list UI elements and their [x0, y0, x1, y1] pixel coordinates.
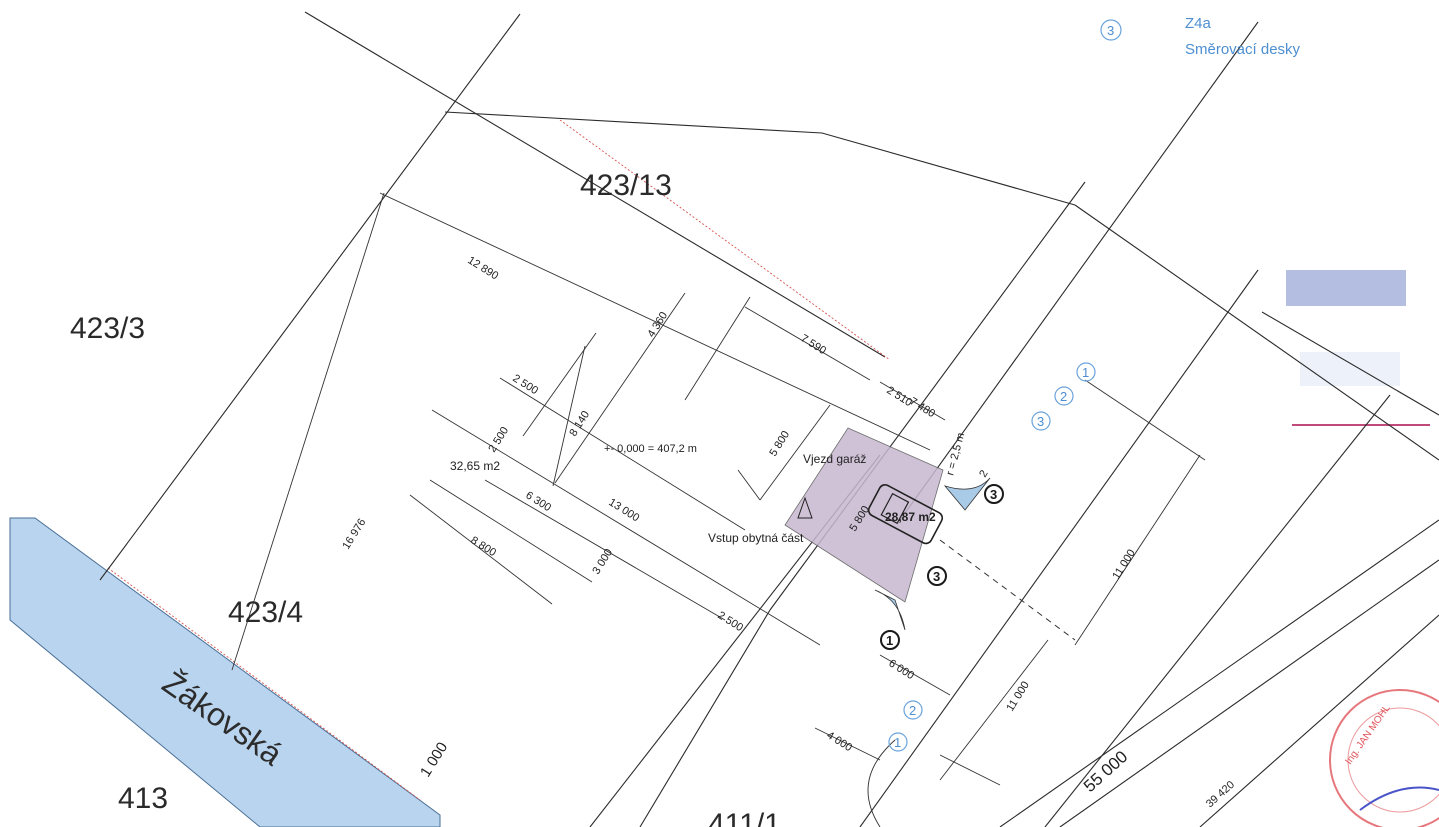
marker-2-bottom-text: 2 [909, 703, 916, 718]
garage-area [784, 427, 944, 603]
dim-12890: 12 890 [465, 254, 500, 282]
street-zakovska-area [9, 517, 441, 827]
living-entry-label: Vstup obytná část [708, 531, 804, 545]
marker-3-top [1031, 411, 1051, 431]
legend-marker-number: 3 [1107, 23, 1114, 38]
parcel-423-3: 423/3 [70, 312, 145, 345]
marker-2-top-text: 2 [1060, 389, 1067, 404]
dim-55000: 55 000 [1080, 747, 1131, 796]
legend-description: Směrovací desky [1185, 41, 1301, 58]
hand-marker-3-lower [927, 566, 947, 586]
dim-6000: 6 000 [886, 657, 916, 682]
marker-1-top-text: 1 [1082, 365, 1089, 380]
two-label: 2 [977, 468, 990, 479]
dim-7590: 7 590 [798, 332, 828, 357]
marker-1-top [1076, 362, 1096, 382]
stamp-text: Ing. JAN MOHL [1343, 703, 1392, 767]
dim-39420: 39 420 [1204, 779, 1237, 810]
dim-8800: 8 800 [468, 534, 498, 559]
hand-marker-3-upper [984, 484, 1004, 504]
garage-entry-label: Vjezd garáž [803, 452, 866, 466]
marker-1-bottom [888, 732, 908, 752]
parcel-411-1: 411/1 [708, 808, 781, 827]
marker-2-bottom [903, 700, 923, 720]
hand-marker-3-upper-text: 3 [990, 487, 997, 502]
legend-swatch-faint [1300, 352, 1400, 386]
parcel-423-4: 423/4 [228, 596, 303, 629]
dim-4000: 4 000 [824, 729, 854, 754]
dim-2500-b: 2 500 [486, 425, 511, 455]
dim-11000-a: 11 000 [1110, 547, 1138, 581]
dim-1000: 1 000 [417, 739, 451, 780]
parcel-423-13: 423/13 [580, 169, 672, 202]
dim-13000: 13 000 [606, 496, 641, 524]
marker-2-top [1054, 386, 1074, 406]
level-label: +- 0,000 = 407,2 m [604, 443, 697, 455]
dim-2500-c: 2 500 [715, 609, 745, 634]
area-label-2: 28,87 m2 [885, 510, 936, 524]
marker-1-bottom-text: 1 [894, 735, 901, 750]
dim-4360: 4 360 [645, 310, 670, 340]
dim-16976: 16 976 [340, 517, 368, 552]
marker-3-top-text: 3 [1037, 414, 1044, 429]
legend-code: Z4a [1185, 15, 1212, 32]
legend-marker-circle [1100, 19, 1122, 41]
area-label-1: 32,65 m2 [450, 459, 500, 473]
hand-marker-3-lower-text: 3 [933, 569, 940, 584]
hand-marker-1 [880, 630, 900, 650]
car-icon [867, 483, 944, 545]
dim-11000-b: 11 000 [1004, 679, 1032, 713]
dim-3000: 3 000 [590, 547, 615, 577]
parcel-413: 413 [118, 782, 168, 815]
dim-6300: 6 300 [523, 489, 553, 514]
hand-marker-1-text: 1 [886, 633, 893, 648]
dim-5800-a: 5 800 [767, 429, 792, 459]
legend-swatch [1286, 270, 1406, 306]
stamp-seal: Ing. JAN MOHL [1329, 689, 1439, 827]
